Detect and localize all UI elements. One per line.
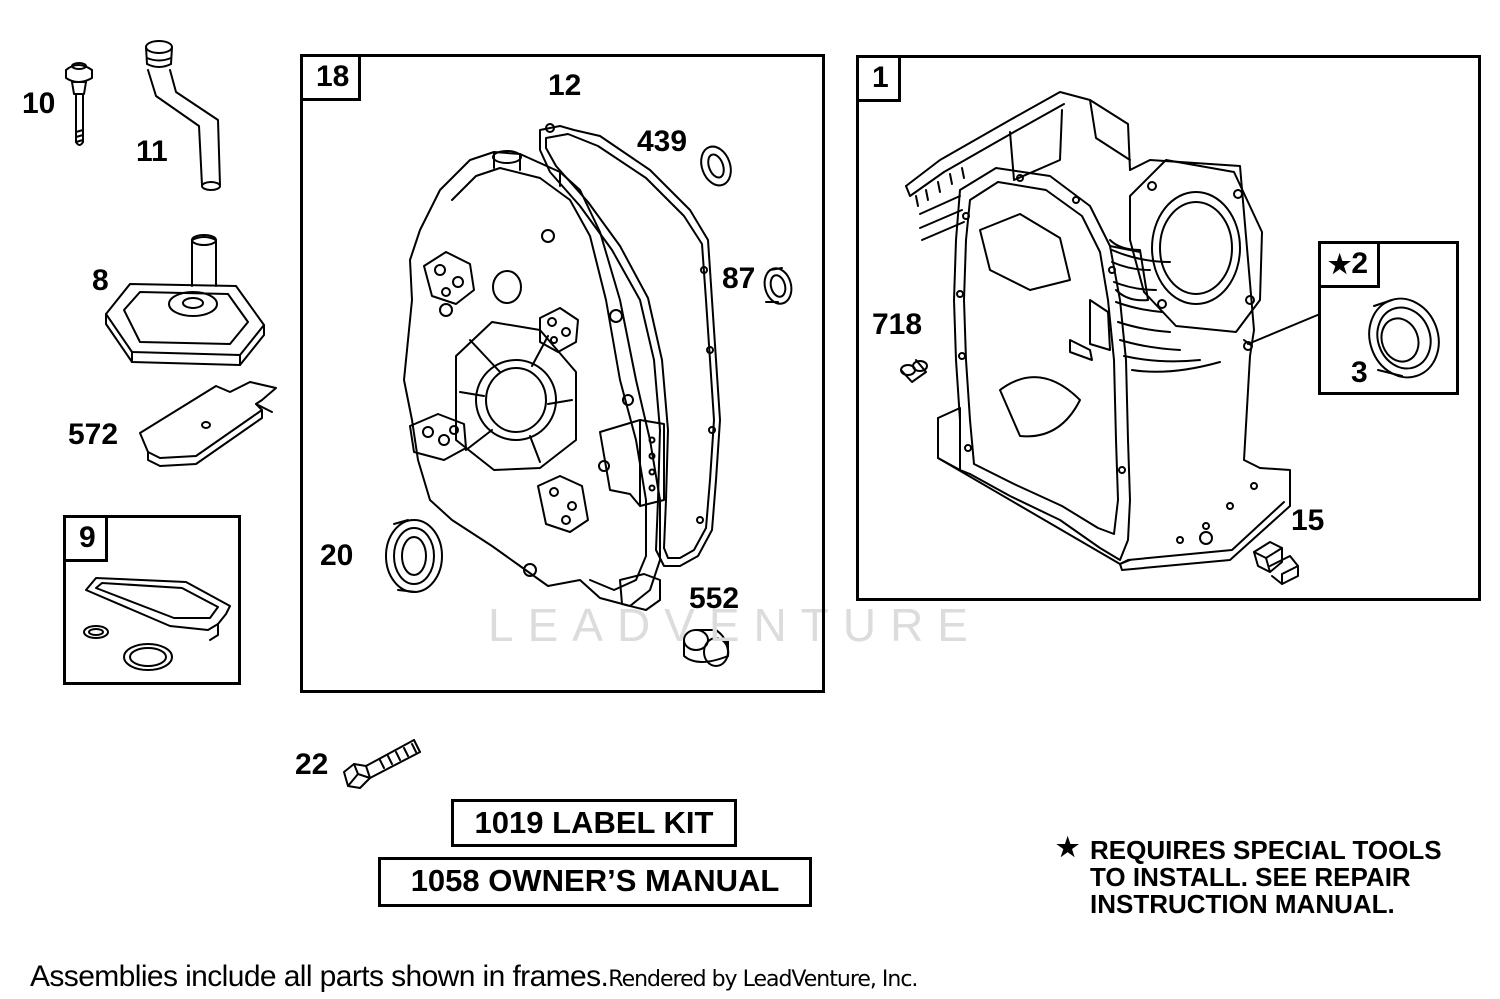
callout-572: 572: [68, 418, 119, 451]
watermark: LEADVENTURE: [488, 599, 982, 651]
special-tools-note: ★ REQUIRES SPECIAL TOOLS TO INSTALL. SEE…: [1056, 832, 1442, 919]
callout-718: 718: [872, 308, 923, 341]
footer-assemblies-text: Assemblies include all parts shown in fr…: [30, 960, 609, 993]
part-552-bushing-drawing: [683, 629, 730, 667]
part-1-block-drawing: [905, 91, 1291, 571]
callout-11: 11: [136, 135, 168, 168]
part-87-seal-drawing: [763, 267, 793, 305]
callout-20: 20: [320, 539, 354, 572]
part-10-bolt-drawing: [65, 62, 93, 146]
part-20-seal-drawing: [385, 519, 443, 593]
callout-3: 3: [1351, 356, 1368, 389]
leader-line: [1247, 313, 1321, 345]
callout-15: 15: [1291, 504, 1325, 537]
owners-manual-box: 1058 OWNER’S MANUAL: [378, 857, 812, 907]
star-icon: ★: [1328, 249, 1352, 279]
frame-9: 9: [63, 515, 241, 685]
callout-8: 8: [92, 264, 109, 297]
frame-2-number: 2: [1351, 247, 1368, 280]
note-line-1: REQUIRES SPECIAL TOOLS: [1090, 835, 1442, 865]
footer: Assemblies include all parts shown in fr…: [30, 960, 918, 994]
callout-22: 22: [295, 748, 329, 781]
part-439-washer-drawing: [700, 145, 732, 187]
frame-2-tag: ★2: [1318, 241, 1380, 288]
part-22-bolt-drawing: [343, 739, 421, 789]
callout-12: 12: [548, 69, 582, 102]
part-8-cover-drawing: [105, 234, 265, 366]
callout-552: 552: [689, 582, 740, 615]
part-3-seal-drawing: [1368, 297, 1440, 379]
note-line-3: INSTRUCTION MANUAL.: [1090, 889, 1395, 919]
frame-18: 18: [300, 54, 825, 693]
frame-18-tag: 18: [300, 54, 362, 101]
part-718-pin-drawing: [900, 359, 928, 383]
note-line-2: TO INSTALL. SEE REPAIR: [1090, 862, 1411, 892]
frame-9-tag: 9: [63, 515, 108, 562]
part-12-gasket-drawing: [539, 123, 721, 567]
part-11-tube-drawing: [145, 40, 221, 191]
part-18-sump-drawing: [403, 150, 665, 611]
part-9-gasket-drawing: [83, 577, 231, 671]
label-kit-box: 1019 LABEL KIT: [451, 799, 737, 847]
frame-1-tag: 1: [856, 55, 901, 102]
callout-439: 439: [637, 125, 688, 158]
frame-2: ★2: [1318, 241, 1459, 395]
part-15-plug-drawing: [1253, 541, 1299, 585]
callout-10: 10: [22, 87, 56, 120]
star-icon: ★: [1056, 832, 1080, 862]
callout-87: 87: [722, 262, 756, 295]
frame-1: 1: [856, 55, 1481, 601]
part-572-plate-drawing: [139, 381, 277, 467]
footer-rendered-text: Rendered by LeadVenture, Inc.: [608, 967, 918, 992]
